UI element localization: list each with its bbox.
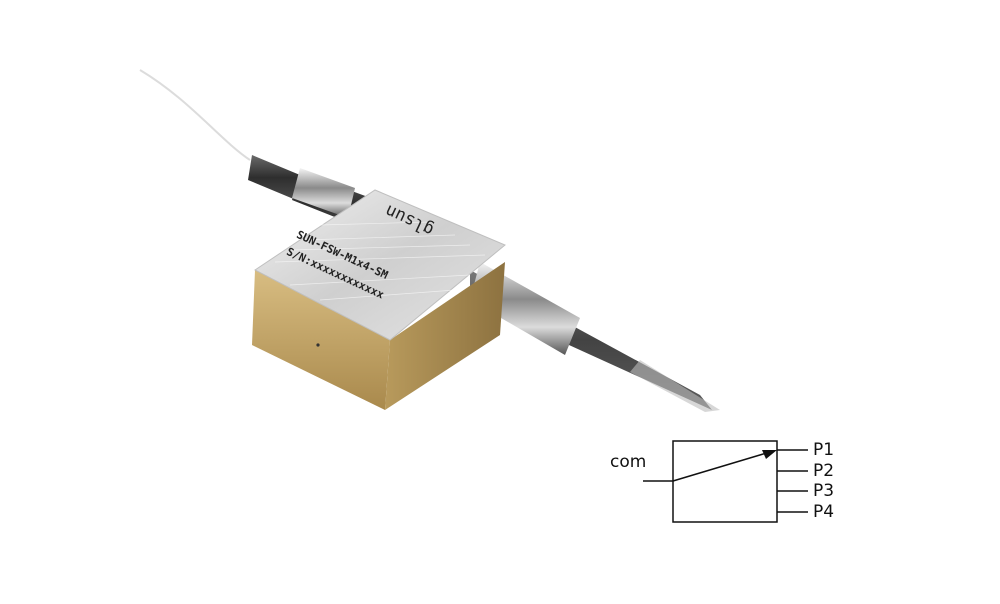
housing-front xyxy=(252,270,390,410)
schematic-box xyxy=(672,440,778,523)
switch-schematic xyxy=(643,440,808,523)
port-label-p2: P2 xyxy=(813,461,835,481)
input-fiber xyxy=(139,69,251,161)
housing-lid xyxy=(254,189,506,341)
arrow-head xyxy=(762,450,777,459)
com-label: com xyxy=(610,452,647,472)
port-label-p3: P3 xyxy=(813,481,835,501)
input-boot xyxy=(248,155,300,200)
housing-side xyxy=(385,262,505,410)
input-sleeve xyxy=(292,168,355,218)
switch-arm xyxy=(672,451,771,482)
port-label-p4: P4 xyxy=(813,502,835,522)
port-label-p1: P1 xyxy=(813,440,835,460)
